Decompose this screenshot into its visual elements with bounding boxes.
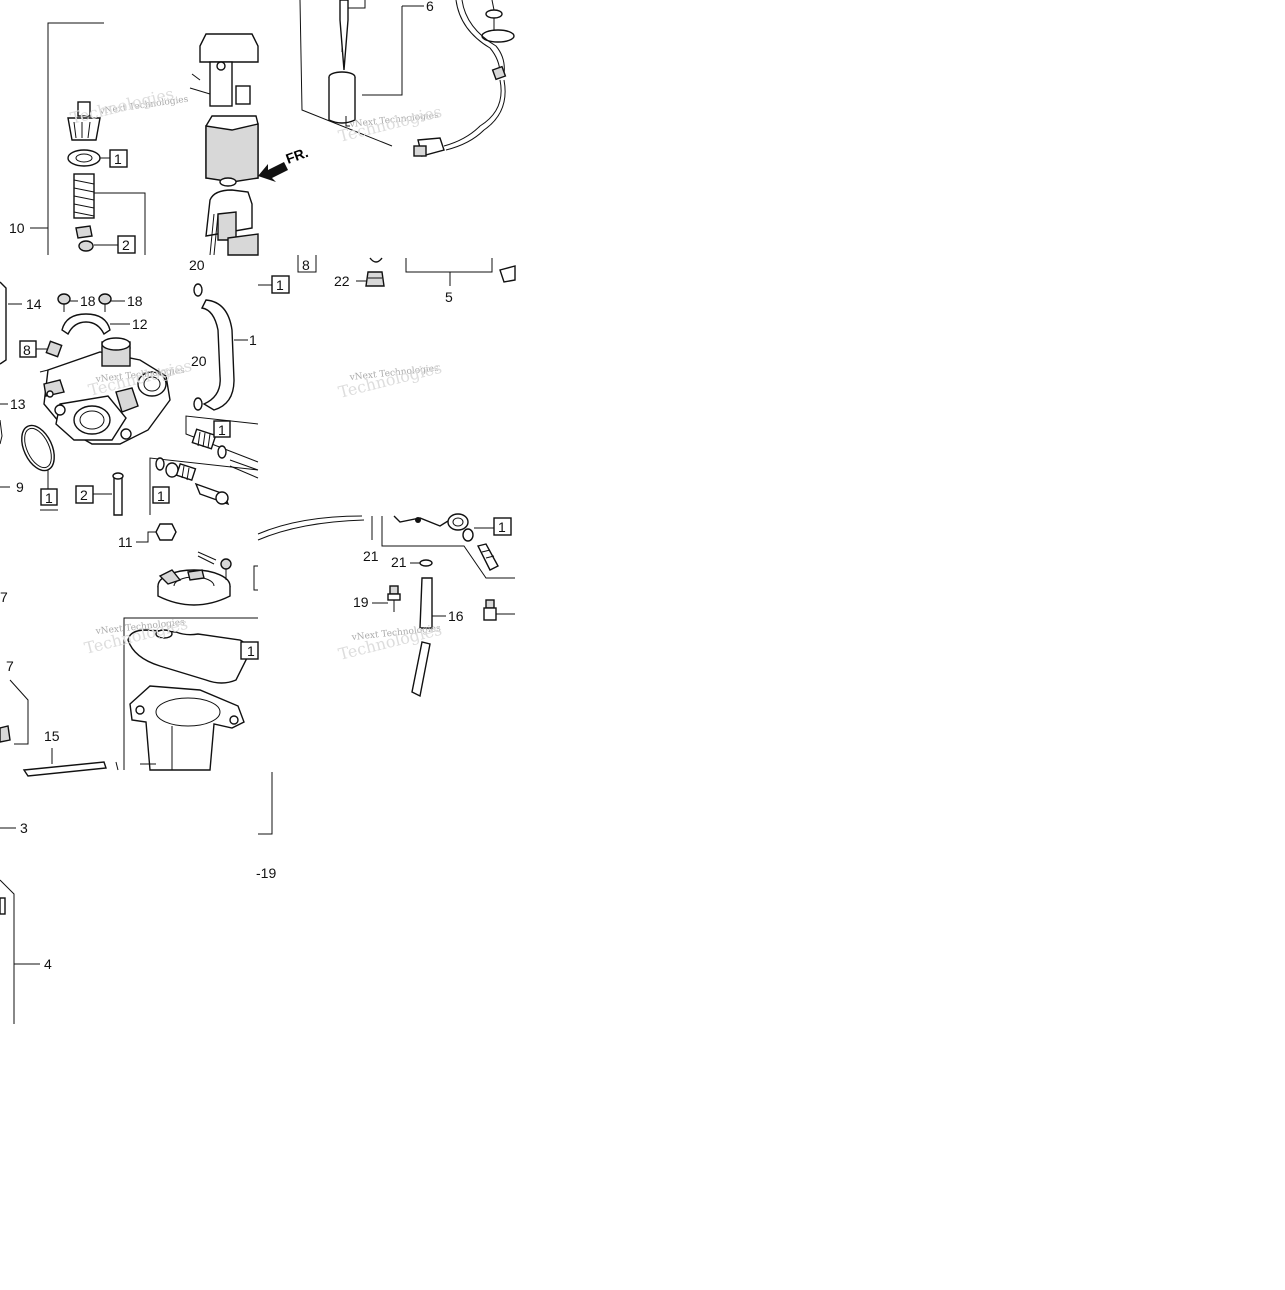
svg-text:8: 8 xyxy=(23,342,31,358)
callout-7a: 7 xyxy=(0,589,8,605)
callout-18b: 18 xyxy=(127,293,143,309)
svg-text:1: 1 xyxy=(157,488,165,504)
screw-part-a xyxy=(57,293,78,312)
svg-text:1: 1 xyxy=(498,519,506,535)
callout-12: 12 xyxy=(132,316,148,332)
bolt-part xyxy=(387,585,401,612)
float-screw-part xyxy=(220,558,232,580)
svg-text:1: 1 xyxy=(276,277,284,293)
o-ring-part xyxy=(21,424,55,472)
float-valve-part xyxy=(155,523,177,541)
callout-14: 14 xyxy=(26,296,42,312)
svg-text:Technologies: Technologies xyxy=(68,84,175,128)
cable-part xyxy=(413,0,515,157)
washer-part xyxy=(67,149,101,167)
main-jet-part xyxy=(365,271,385,287)
carburetor-body-part xyxy=(39,337,171,445)
mixture-screw-set xyxy=(155,457,230,506)
screw-part-c xyxy=(483,599,515,621)
callout-4: 4 xyxy=(44,956,52,972)
vent-tube-part xyxy=(22,761,107,777)
callout-13: 13 xyxy=(10,396,26,412)
pilot-screw-set xyxy=(191,428,259,479)
float-part xyxy=(157,569,231,606)
callout-9: 9 xyxy=(16,479,24,495)
overflow-tube-part xyxy=(411,641,431,698)
front-direction-arrow: FR. xyxy=(258,144,310,182)
svg-text:FR.: FR. xyxy=(284,144,311,167)
svg-text:1: 1 xyxy=(247,643,255,659)
callout-3: 3 xyxy=(20,820,28,836)
callout-10: 10 xyxy=(9,220,25,236)
callout-20a: 20 xyxy=(189,257,205,273)
jet-needle-part xyxy=(339,0,349,71)
callout-box-1d xyxy=(213,420,231,438)
panel-7: 7 11 1 xyxy=(0,523,276,1024)
callout-box-1g xyxy=(493,517,512,536)
callout-21b: 21 xyxy=(391,554,407,570)
callout-box-2a xyxy=(117,235,136,254)
callout-16: 16 xyxy=(448,608,464,624)
callout-box-1h xyxy=(240,641,259,660)
coil-cap-part xyxy=(189,33,259,107)
emulsion-tube-part xyxy=(113,475,123,516)
svg-text:2: 2 xyxy=(122,237,130,253)
gasket-part xyxy=(127,629,249,684)
callout-box-1b xyxy=(271,275,290,294)
callout-8a: 8 xyxy=(302,257,310,273)
callout-22: 22 xyxy=(334,273,350,289)
callout-6: 6 xyxy=(426,0,434,14)
callout-1c: 1 xyxy=(249,332,257,348)
callout-11: 11 xyxy=(118,534,133,550)
float-bowl-part xyxy=(129,685,245,771)
panel-4: 14 13 9 18 18 12 8 xyxy=(0,257,259,516)
svg-text:1: 1 xyxy=(218,422,226,438)
panel-1: 10 1 2 xyxy=(9,22,310,256)
svg-text:2: 2 xyxy=(80,487,88,503)
svg-text:1: 1 xyxy=(114,151,122,167)
screw-part-b xyxy=(98,293,125,312)
clip-part xyxy=(75,225,93,239)
small-jet-part xyxy=(369,257,383,263)
plate-part xyxy=(61,313,111,336)
panel-3: 1 8 22 5 xyxy=(258,255,516,305)
drain-hose-part xyxy=(200,299,235,411)
panel-6: 21 1 21 19 16 vNext T xyxy=(257,513,515,698)
panel-5: vNext Technologies Technologies xyxy=(336,358,443,402)
callout-box-1a xyxy=(109,149,128,168)
callout-box-1e xyxy=(152,486,170,504)
callout-21a: 21 xyxy=(363,548,379,564)
bowl-edge-part xyxy=(393,515,457,527)
callout-19a: 19 xyxy=(353,594,369,610)
coil-body-part xyxy=(205,115,259,187)
callout-5: 5 xyxy=(445,289,453,305)
fuel-tube-part xyxy=(419,577,433,629)
throttle-valve-part xyxy=(328,71,356,127)
gear-part xyxy=(67,101,101,141)
callout-15: 15 xyxy=(44,728,60,744)
callout-20b: 20 xyxy=(191,353,207,369)
svg-text:1: 1 xyxy=(45,490,53,506)
callout-box-1c xyxy=(40,488,58,506)
callout-18a: 18 xyxy=(80,293,96,309)
panel-2: 6 vNext Technologies Technologies xyxy=(299,0,515,157)
svg-text:Technologies: Technologies xyxy=(336,358,443,402)
spring-part xyxy=(73,173,95,219)
callout-19b: -19 xyxy=(256,865,276,881)
plug-cap-part xyxy=(205,189,259,256)
callout-7b: 7 xyxy=(6,658,14,674)
